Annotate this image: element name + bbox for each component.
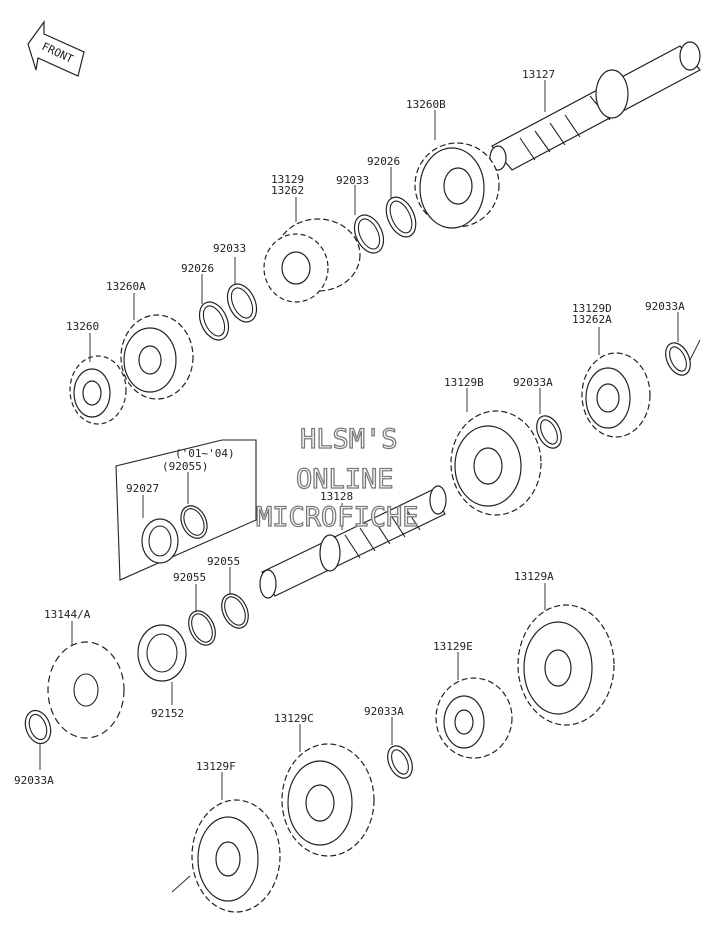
watermark-line-1: HLSM'S xyxy=(299,424,398,455)
oring-92055-left xyxy=(188,610,216,646)
gear-13129a xyxy=(517,604,615,726)
label-13262a: 13262A xyxy=(572,313,612,326)
label-13129f: 13129F xyxy=(196,760,236,773)
gear-13129e xyxy=(435,677,513,759)
circlip-92033-middle xyxy=(226,283,258,323)
label-92033-upper: 92033 xyxy=(336,174,370,187)
label-92026-middle: 92026 xyxy=(181,262,215,275)
gear-13129c xyxy=(281,743,375,857)
label-92033a-lower: 92033A xyxy=(364,705,404,718)
label-13127: 13127 xyxy=(522,68,556,81)
label-13260: 13260 xyxy=(66,320,100,333)
double-gear-13129-13262 xyxy=(263,218,361,303)
circlip-92033a-right xyxy=(665,342,691,376)
label-92152: 92152 xyxy=(151,707,185,720)
label-13129e: 13129E xyxy=(433,640,473,653)
label-13260b: 13260B xyxy=(406,98,446,111)
label-13260a: 13260A xyxy=(106,280,146,293)
label-92055-paren: (92055) xyxy=(162,460,209,473)
circlip-92026-middle xyxy=(198,301,230,341)
label-92055-right: 92055 xyxy=(207,555,241,568)
leader-lines xyxy=(39,80,701,893)
label-92033a-right: 92033A xyxy=(645,300,685,313)
label-92026-upper: 92026 xyxy=(367,155,401,168)
label-13144a: 13144/A xyxy=(44,608,91,621)
label-13129: 13129 xyxy=(271,173,305,186)
label-13129c: 13129C xyxy=(274,712,314,725)
oring-92055-right xyxy=(221,593,249,629)
label-13129a: 13129A xyxy=(514,570,554,583)
label-92033a-left: 92033A xyxy=(14,774,54,787)
bearing-92152 xyxy=(137,624,187,682)
drive-shaft-13128 xyxy=(259,485,447,599)
circlip-92033a-left xyxy=(24,709,52,745)
circlip-92033a-lower xyxy=(387,745,413,779)
circlip-92026-upper xyxy=(385,196,417,238)
label-13128: 13128 xyxy=(320,490,354,503)
label-92033a-mid: 92033A xyxy=(513,376,553,389)
front-arrow-icon: FRONT xyxy=(27,20,85,77)
label-13129b: 13129B xyxy=(444,376,484,389)
label-13262: 13262 xyxy=(271,184,305,197)
oring-92055-variant xyxy=(180,505,208,539)
sprocket-13144a xyxy=(47,641,125,739)
watermark-line-2: ONLINE xyxy=(295,464,394,495)
gear-13260a xyxy=(120,314,194,400)
label-92033-middle: 92033 xyxy=(213,242,247,255)
variant-box xyxy=(115,439,257,581)
label-92027: 92027 xyxy=(126,482,160,495)
gear-13260b xyxy=(414,142,500,229)
circlip-92033a-mid xyxy=(536,415,562,449)
circlip-92033-upper xyxy=(353,214,385,254)
label-13129d: 13129D xyxy=(572,302,612,315)
gear-13129b xyxy=(450,410,542,516)
gear-13129f xyxy=(191,799,281,913)
label-variant-range: ('01~'04) xyxy=(175,447,235,460)
main-shaft-13127 xyxy=(489,41,701,171)
watermark-line-3: MICROFICHE xyxy=(255,502,419,533)
gear-13260 xyxy=(69,355,127,425)
label-92055-left: 92055 xyxy=(173,571,207,584)
double-gear-13129d-13262a xyxy=(581,352,651,438)
collar-92027 xyxy=(141,518,179,564)
